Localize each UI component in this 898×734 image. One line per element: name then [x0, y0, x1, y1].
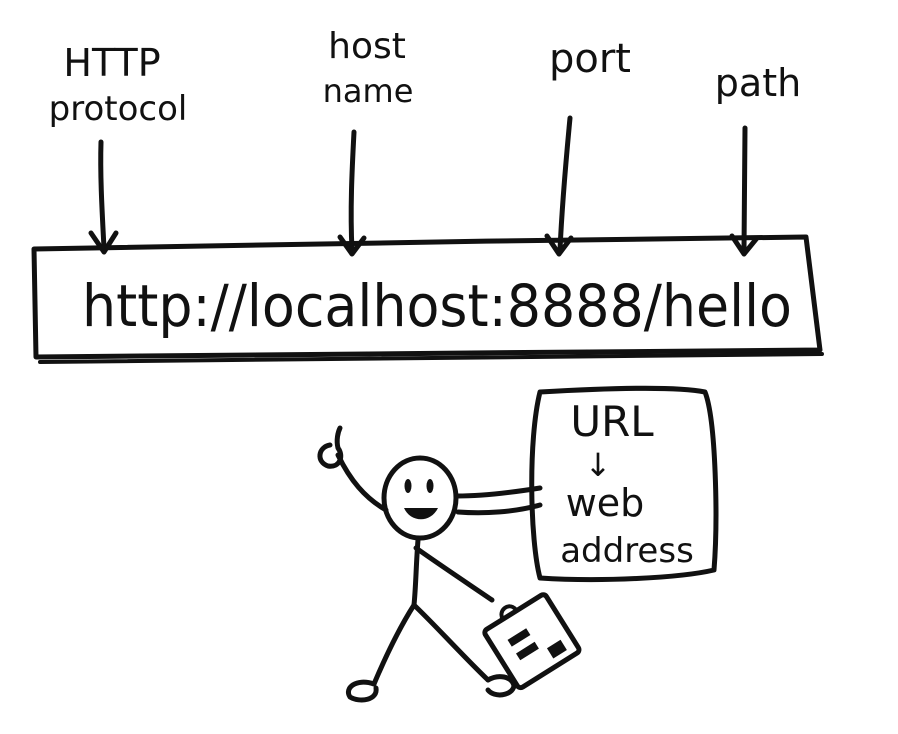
bubble-address-text: address	[560, 531, 694, 571]
bubble-url-text: URL	[570, 397, 654, 446]
arrow-protocol-shaft	[98, 139, 107, 251]
url-protocol: http://	[82, 272, 247, 340]
label-protocol-line2: protocol	[49, 89, 188, 129]
suitcase-handle	[499, 604, 518, 622]
stick-figure	[317, 425, 543, 703]
figure-eye-left	[404, 479, 412, 493]
speech-bubble: URL ↓ web address	[529, 385, 719, 583]
label-host-line2: name	[323, 72, 414, 110]
label-protocol: HTTP protocol	[49, 41, 188, 129]
suitcase-body	[482, 592, 582, 691]
url-colon: :	[489, 272, 507, 340]
bubble-connector-bottom	[455, 502, 543, 516]
figure-head	[381, 455, 459, 541]
figure-raised-hand	[317, 425, 344, 469]
arrow-path-head	[729, 233, 760, 257]
suitcase-label-stripe-1	[507, 628, 531, 647]
figure-suitcase-arm	[413, 545, 495, 603]
bubble-connector-top	[454, 485, 543, 499]
figure-smile	[404, 508, 438, 520]
url-bar-frame	[31, 234, 823, 360]
speech-bubble-frame	[529, 385, 719, 583]
suitcase-latch	[546, 639, 567, 659]
figure-eye-right	[426, 479, 434, 493]
arrow-path-shaft	[741, 125, 748, 253]
url-path: /hello	[644, 272, 792, 340]
label-port-text: port	[549, 36, 631, 82]
arrow-host	[337, 129, 367, 257]
label-path-text: path	[715, 61, 801, 105]
label-path: path	[715, 61, 801, 105]
arrow-path	[729, 125, 760, 257]
label-host-name: host name	[323, 26, 414, 110]
label-port: port	[549, 36, 631, 82]
figure-left-foot	[346, 679, 379, 703]
url-port: 8888	[507, 272, 644, 340]
figure-right-leg	[411, 602, 491, 683]
label-host-line1: host	[328, 26, 406, 67]
suitcase	[482, 592, 582, 691]
url-bar-shadow-line	[38, 352, 824, 364]
bubble-web-text: web	[566, 481, 645, 525]
arrow-protocol	[88, 139, 119, 255]
figure-left-leg	[371, 602, 417, 687]
arrow-host-shaft	[348, 129, 357, 253]
arrow-port	[544, 115, 574, 257]
label-protocol-line1: HTTP	[63, 41, 160, 85]
url-text: http://localhost:8888/hello	[82, 272, 792, 340]
url-bar: http://localhost:8888/hello	[31, 234, 824, 364]
arrow-port-shaft	[557, 115, 573, 253]
figure-right-foot	[485, 674, 517, 698]
bubble-arrow: ↓	[585, 446, 612, 484]
figure-raised-arm	[335, 452, 389, 513]
suitcase-label-stripe-2	[516, 641, 539, 661]
url-host: localhost	[247, 272, 489, 340]
arrow-protocol-head	[88, 230, 119, 255]
